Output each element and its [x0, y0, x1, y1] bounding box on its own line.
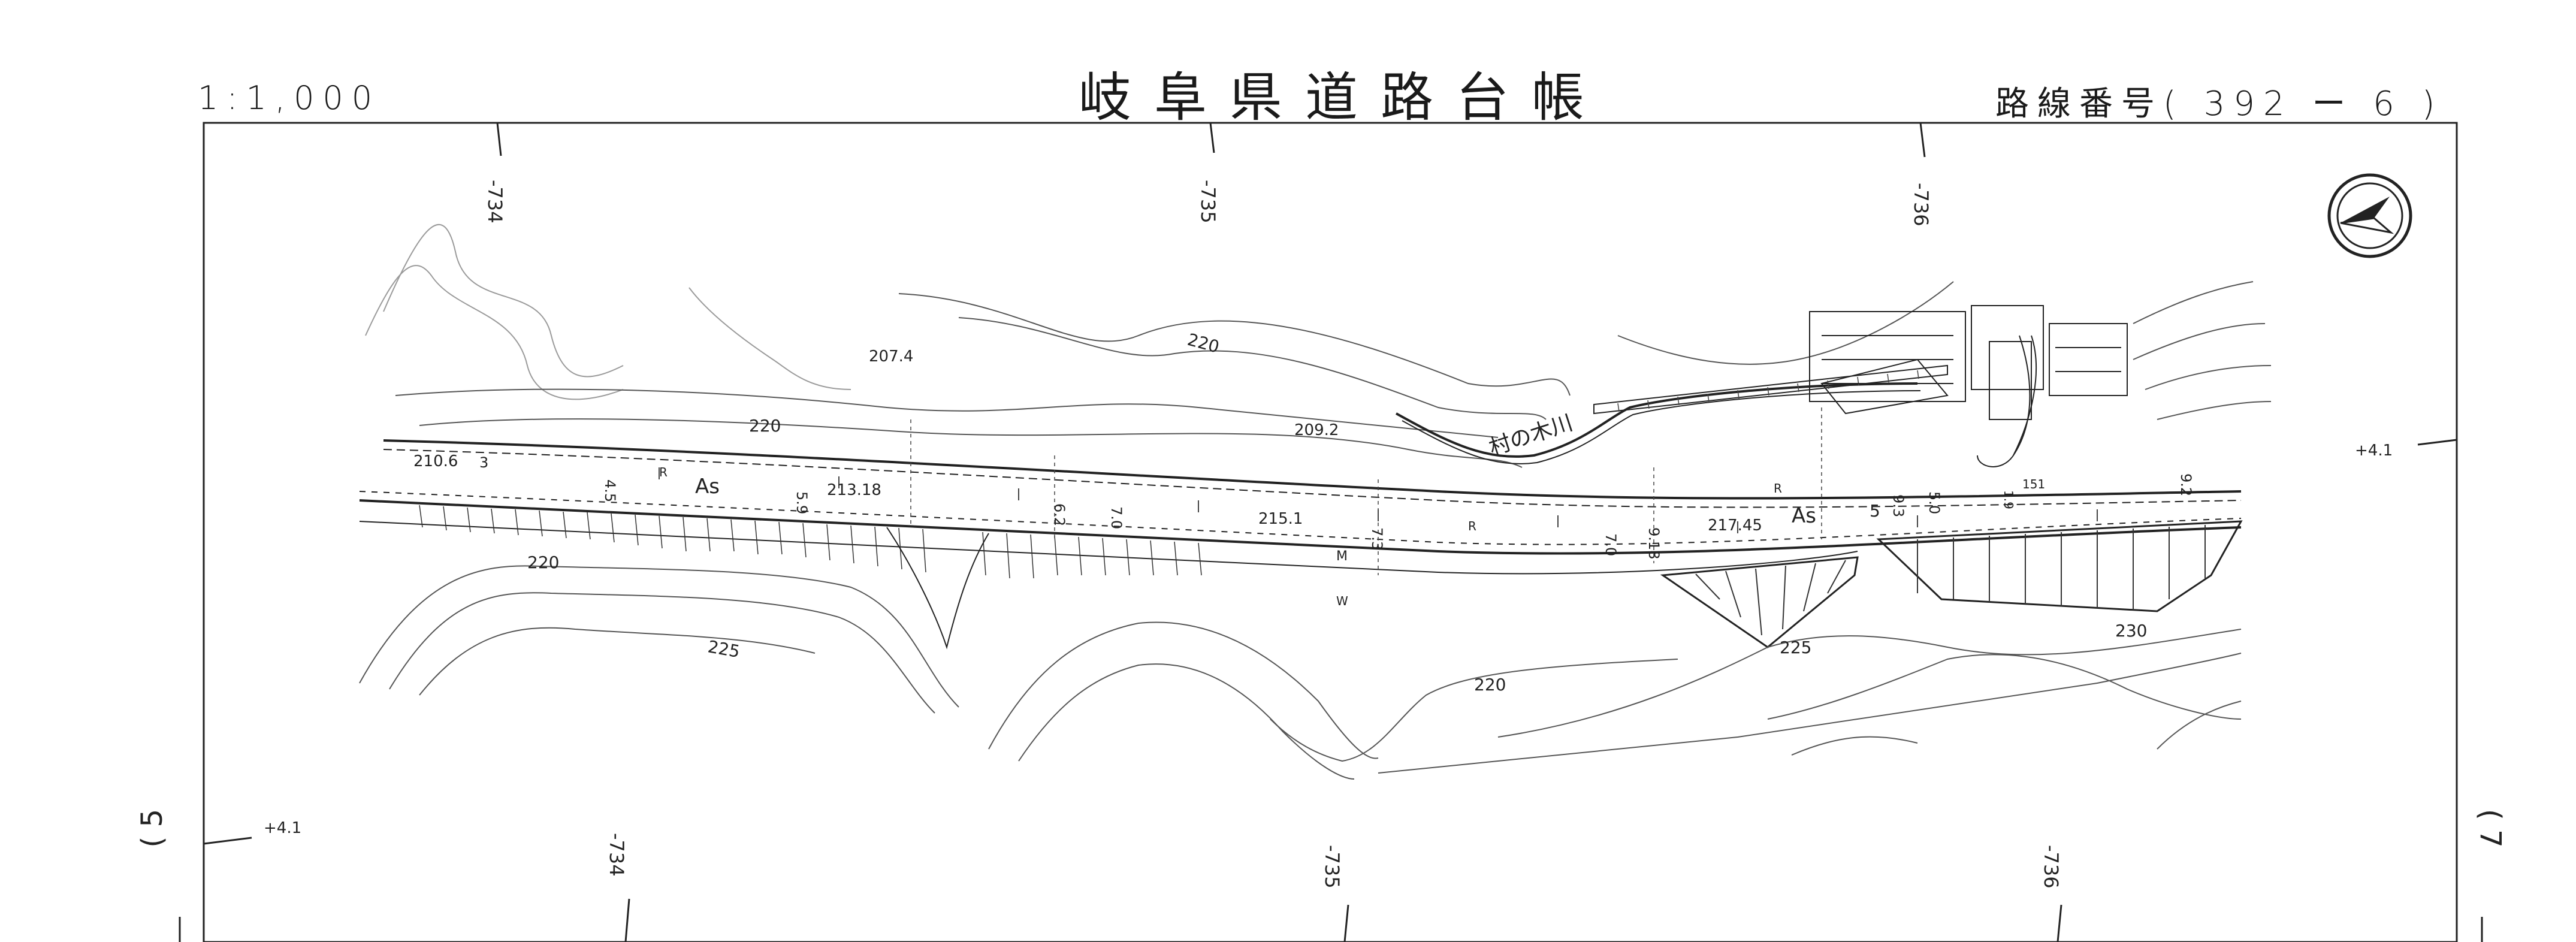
grid-label-top-735: -735 — [1197, 180, 1219, 224]
road-width-label: 7.0 — [1108, 506, 1125, 529]
road-width-label: 5.0 — [1926, 491, 1943, 514]
small-label: 3 — [479, 454, 488, 471]
structure-upper-right — [1809, 305, 2128, 402]
contour-label: 220 — [527, 552, 559, 572]
route-number-value: ( 392 ー 6 ) — [2163, 84, 2444, 123]
road-width-label: 9.18 — [1645, 527, 1662, 559]
spot-height-label: 210.6 — [413, 452, 458, 470]
sheet-ref-right: ( 7 — [2474, 809, 2507, 848]
contour-label: 220 — [1185, 330, 1221, 357]
offset-label-right: +4.1 — [2355, 442, 2393, 460]
small-label: 151 — [2022, 477, 2045, 491]
small-label: R — [1774, 481, 1782, 496]
map-text-labels: 220 220 220 225 225 220 230 207.4 209.2 … — [413, 330, 2194, 695]
grid-line-left — [203, 837, 252, 845]
grid-label-top-736: -736 — [1910, 183, 1932, 227]
scale-label: 1:1,000 — [198, 79, 381, 117]
road-width-label: 9.2 — [2178, 473, 2194, 496]
fill-slope-areas — [1660, 520, 2243, 648]
river-name: 村の木川 — [1486, 410, 1576, 460]
sheet-ref-left: ( 5 — [135, 809, 169, 848]
spot-height-label: 207.4 — [869, 348, 913, 366]
small-label: R — [1468, 519, 1476, 533]
road-width-label: 6.2 — [1051, 503, 1068, 526]
grid-line-bottom-736 — [2056, 904, 2062, 942]
south-contours — [359, 565, 2242, 780]
small-label: W — [1336, 594, 1348, 608]
grid-label-bottom-734: -734 — [605, 833, 628, 877]
grid-line-top-736 — [1919, 122, 1926, 158]
grid-line-bottom-735 — [1343, 904, 1349, 942]
river-embankment — [1593, 335, 2037, 467]
embankment-hatching — [1617, 370, 1919, 412]
small-label: 1.9 — [2001, 490, 2016, 509]
river-line — [1396, 382, 1918, 458]
grid-label-bottom-735: -735 — [1321, 845, 1343, 889]
route-number: 路線番号( 392 ー 6 ) — [1995, 77, 2443, 125]
grid-line-right — [2417, 439, 2457, 446]
north-arrow-icon — [2327, 173, 2412, 258]
road-centerline-ticks — [659, 467, 2098, 533]
hillside-contours — [365, 224, 851, 400]
river-bank — [1402, 390, 1921, 464]
map-frame — [203, 122, 2458, 942]
gully-left — [886, 527, 989, 650]
fill-slope-hatching — [1695, 525, 2206, 636]
road-width-label: 5 — [1870, 501, 1880, 521]
grid-label-top-734: -734 — [484, 180, 506, 224]
grid-line-top-735 — [1209, 122, 1215, 153]
spot-height-label: 213.18 — [827, 481, 881, 499]
spot-height-label: 215.1 — [1258, 510, 1303, 528]
grid-label-bottom-736: -736 — [2040, 845, 2062, 889]
offset-label-left: +4.1 — [264, 819, 301, 837]
grid-line-top-734 — [496, 122, 502, 156]
road-width-label: 9.3 — [1890, 494, 1907, 517]
contour-label: 220 — [749, 416, 781, 436]
route-label: 路線番号 — [1995, 84, 2163, 123]
small-label: M — [1336, 549, 1348, 564]
contour-label: 230 — [2115, 621, 2147, 641]
grid-line-bottom-734 — [624, 898, 630, 942]
north-contours — [395, 281, 2272, 468]
road-slope-hatching — [419, 505, 1202, 579]
road-width-label: 4.5 — [602, 479, 618, 502]
small-label: R — [659, 465, 668, 479]
contour-label: 220 — [1474, 675, 1506, 695]
contour-label: 225 — [1780, 638, 1811, 657]
road-width-label: 7.3 — [1369, 527, 1385, 550]
spot-height-label: 209.2 — [1294, 421, 1339, 439]
pavement-label: As — [695, 475, 720, 499]
road-width-label: 5.9 — [793, 491, 810, 514]
spot-height-label: 217.45 — [1708, 517, 1762, 535]
road-edges — [359, 439, 2242, 575]
pavement-label: As — [1792, 504, 1816, 528]
map-title: 岐阜県道路台帳 — [1079, 67, 1608, 128]
cross-section-lines — [910, 407, 1822, 575]
road-width-label: 7.0 — [1602, 533, 1619, 556]
